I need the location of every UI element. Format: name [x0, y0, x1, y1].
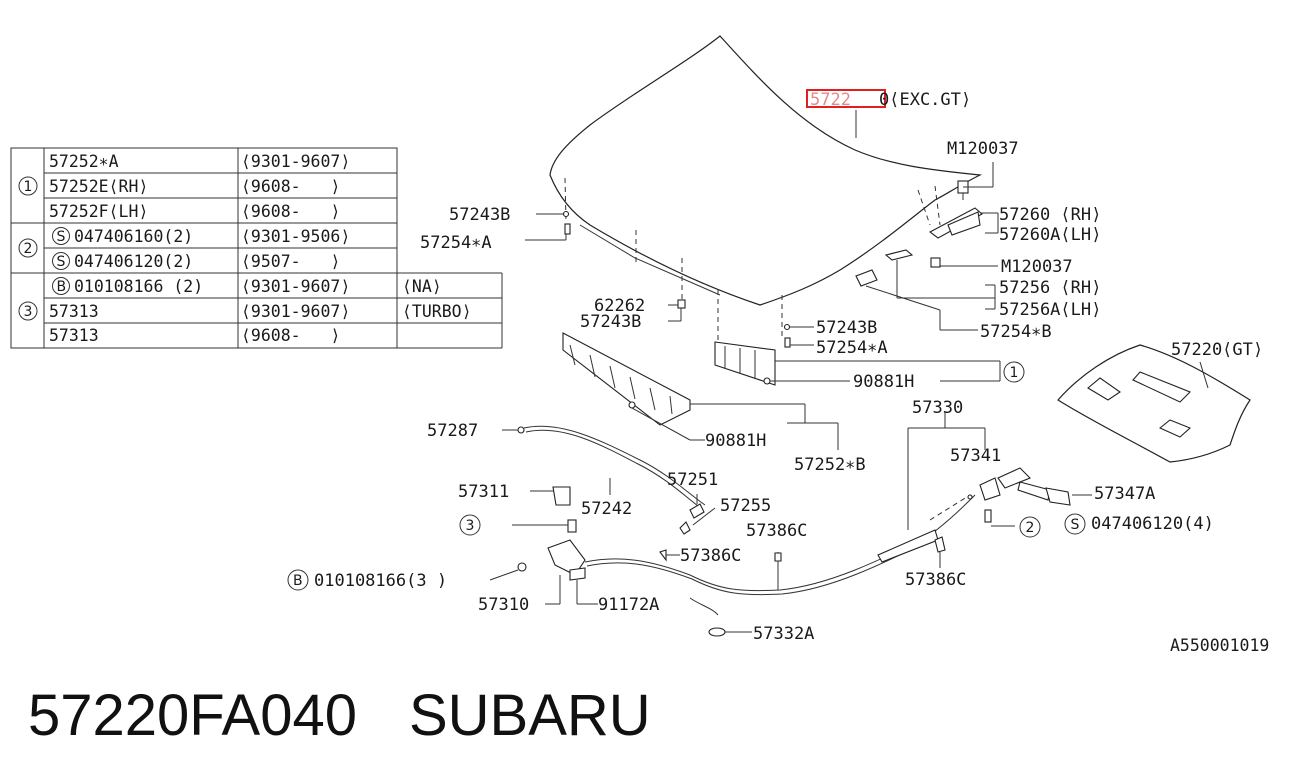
- p90881h-right-label: 90881H: [853, 372, 914, 392]
- table-row-7-note: ⟨TURBO⟩: [402, 302, 472, 321]
- p57332a-label: 57332A: [753, 624, 814, 644]
- p57341-label: 57341: [950, 446, 1001, 466]
- callout-3-marker: [459, 514, 481, 536]
- seal-strip-left: [562, 332, 839, 450]
- s-prefix-icon: [1064, 513, 1086, 535]
- group-2-number: 2: [24, 241, 33, 257]
- highlighted-part-number[interactable]: 5722: [810, 90, 851, 110]
- p62262-label: 62262: [594, 296, 645, 316]
- callout-1-number: 1: [1010, 365, 1019, 381]
- caption-part-number: 57220FA040: [28, 683, 357, 748]
- table-row-2-dates: ⟨9608- ⟩: [241, 177, 340, 196]
- p57287-label: 57287: [427, 421, 478, 441]
- release-cable-drawing: [502, 425, 716, 535]
- p57251-label: 57251: [667, 470, 718, 490]
- table-row-6-dates: ⟨9301-9607⟩: [241, 277, 350, 296]
- table-row-6-prefix: B: [57, 279, 67, 295]
- p57347a-label: 57347A: [1094, 484, 1155, 504]
- group-2-marker: [18, 238, 38, 258]
- p57252b-label: 57252∗B: [794, 455, 866, 475]
- b010108166-label: 010108166(3 ): [314, 571, 447, 591]
- table-row-7-part: 57313: [49, 302, 99, 321]
- table-row-2-part: 57252E⟨RH⟩: [49, 177, 148, 196]
- p57254a-right-label: 57254∗A: [816, 338, 888, 358]
- group-3-number: 3: [24, 304, 33, 320]
- p57386c-right-label: 57386C: [905, 570, 966, 590]
- table-row-1-dates: ⟨9301-9607⟩: [241, 152, 350, 171]
- hood-lock-drawing: [489, 486, 976, 637]
- table-row-4-prefix: S: [57, 229, 66, 245]
- hood-gt-label: 57220⟨GT⟩: [1171, 340, 1263, 360]
- table-row-4-part: 047406160(2): [74, 227, 193, 246]
- p57242-label: 57242: [581, 499, 632, 519]
- table-row-4-dates: ⟨9301-9506⟩: [241, 227, 350, 246]
- group-3-marker: [18, 301, 38, 321]
- table-row-5-prefix: S: [57, 254, 66, 270]
- release-lever-drawing: [877, 412, 1092, 568]
- part-highlight-box: [806, 89, 886, 108]
- p57311-label: 57311: [458, 482, 509, 502]
- s-prefix-icon: [52, 227, 70, 245]
- group-1-number: 1: [24, 179, 33, 195]
- catalog-id: A550001019: [1170, 636, 1269, 655]
- b-prefix-icon: [52, 277, 70, 295]
- callout-1-marker: [1003, 361, 1025, 383]
- s-prefix-letter: S: [1071, 517, 1080, 533]
- b-prefix-icon: [287, 569, 309, 591]
- callout-2-number: 2: [1026, 520, 1035, 536]
- group-1-marker: [18, 176, 38, 196]
- table-row-7-dates: ⟨9301-9607⟩: [241, 302, 350, 321]
- caption-brand: SUBARU: [408, 683, 651, 748]
- m120037-top-label: M120037: [947, 139, 1019, 159]
- p57386c-top-label: 57386C: [746, 521, 807, 541]
- m120037-mid-label: M120037: [1001, 257, 1073, 277]
- table-row-8-dates: ⟨9608- ⟩: [241, 326, 340, 345]
- p57310-label: 57310: [478, 595, 529, 615]
- cushion-lh-label: 57256A⟨LH⟩: [999, 300, 1101, 320]
- p90881h-left-label: 90881H: [705, 431, 766, 451]
- table-row-3-dates: ⟨9608- ⟩: [241, 202, 340, 221]
- hood-pins-mid: [668, 299, 814, 348]
- p57254a-left-label: 57254∗A: [420, 233, 492, 253]
- p57243b-mid-label: 57243B: [580, 312, 641, 332]
- hood-pins-left: [525, 210, 571, 241]
- p57386c-mid-label: 57386C: [680, 546, 741, 566]
- s-prefix-icon: [52, 252, 70, 270]
- p57254b-label: 57254∗B: [980, 322, 1052, 342]
- cushion-rh-label: 57256 ⟨RH⟩: [999, 278, 1101, 298]
- table-row-6-part: 010108166 (2): [74, 277, 203, 296]
- p91172a-label: 91172A: [598, 595, 659, 615]
- parts-table: 1 2 3 57252∗A ⟨9301-9607⟩ 57252E⟨RH⟩ ⟨96…: [10, 147, 503, 349]
- hinge-lh-label: 57260A⟨LH⟩: [999, 225, 1101, 245]
- table-row-5-part: 047406120(2): [74, 252, 193, 271]
- hood-panel-drawing: [549, 35, 983, 340]
- table-row-1-part: 57252∗A: [49, 152, 119, 171]
- b-prefix-letter: B: [293, 573, 303, 589]
- hinge-rh-label: 57260 ⟨RH⟩: [999, 205, 1101, 225]
- hinge-assembly-drawing: [855, 162, 999, 331]
- table-row-8-part: 57313: [49, 326, 99, 345]
- s047406120-label: 047406120(4): [1091, 514, 1214, 534]
- p57330-label: 57330: [912, 398, 963, 418]
- p57243b-left-label: 57243B: [449, 205, 510, 225]
- part-caption: 57220FA040 SUBARU: [28, 682, 651, 749]
- table-row-5-dates: ⟨9507- ⟩: [241, 252, 340, 271]
- callout-2-marker: [1019, 516, 1041, 538]
- p57255-label: 57255: [720, 496, 771, 516]
- seal-strip-center: [714, 341, 1001, 386]
- p57243b-right-label: 57243B: [816, 318, 877, 338]
- table-row-3-part: 57252F⟨LH⟩: [49, 202, 148, 221]
- hood-gt-drawing: [1057, 344, 1251, 463]
- hood-exc-gt-label: 0⟨EXC.GT⟩: [879, 90, 971, 110]
- table-row-6-note: ⟨NA⟩: [402, 277, 442, 296]
- callout-3-number: 3: [466, 518, 475, 534]
